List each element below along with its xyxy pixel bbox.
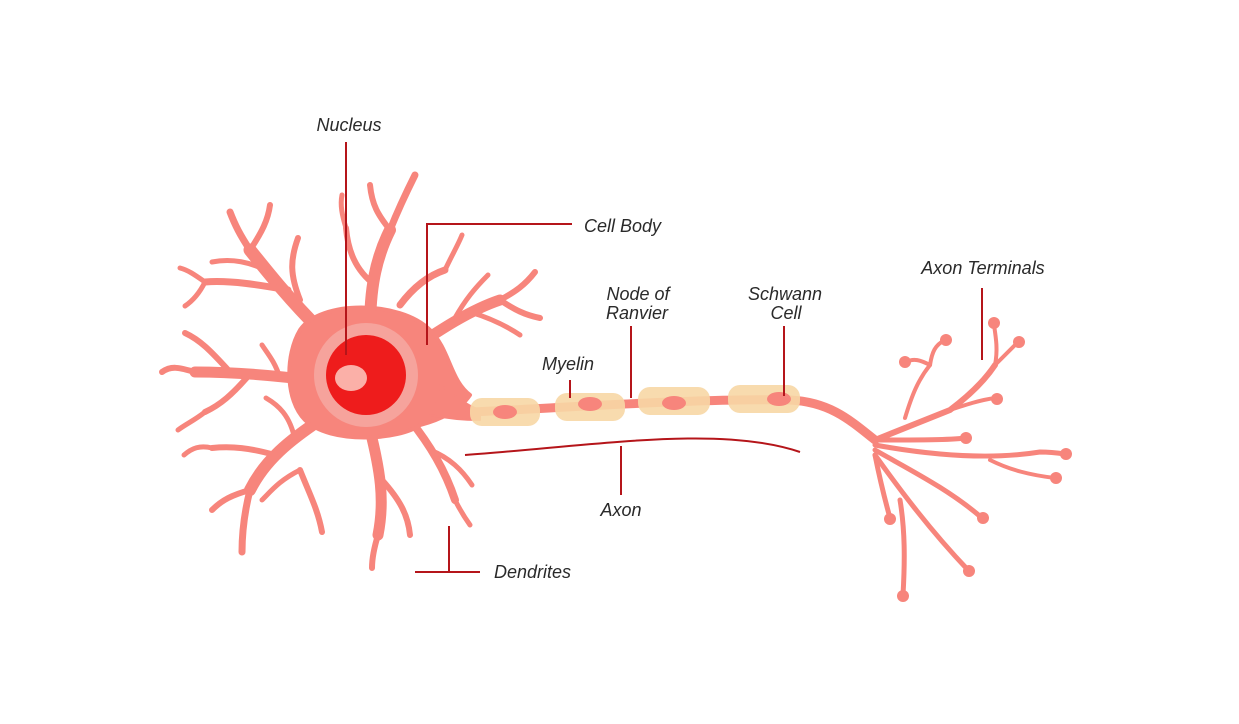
label-axon: Axon [599,500,641,520]
axon-terminal-bulbs [884,317,1072,602]
label-cell-body: Cell Body [584,216,662,236]
label-node-of-ranvier-line2: Ranvier [606,303,669,323]
labels: Nucleus Cell Body Node of Ranvier Schwan… [316,115,1044,582]
label-schwann-cell-line2: Cell [770,303,802,323]
label-node-of-ranvier-line1: Node of [606,284,671,304]
label-dendrites: Dendrites [494,562,571,582]
label-myelin: Myelin [542,354,594,374]
label-axon-terminals: Axon Terminals [920,258,1044,278]
leader-lines [345,142,983,573]
leader-cell-body [426,223,572,345]
dendrites [159,171,543,571]
label-nucleus: Nucleus [316,115,381,135]
leader-axon-bracket [464,437,801,456]
label-schwann-cell-line1: Schwann [748,284,822,304]
myelin-segment [555,393,625,421]
axon-terminals-branches [872,323,1068,598]
myelin-segment [728,385,800,413]
myelin-segment [638,387,710,415]
nucleus [314,323,418,427]
neuron [159,171,1072,602]
leader-dendrites [415,526,480,573]
myelin-sheaths [470,385,800,426]
myelin-segment [470,398,540,426]
